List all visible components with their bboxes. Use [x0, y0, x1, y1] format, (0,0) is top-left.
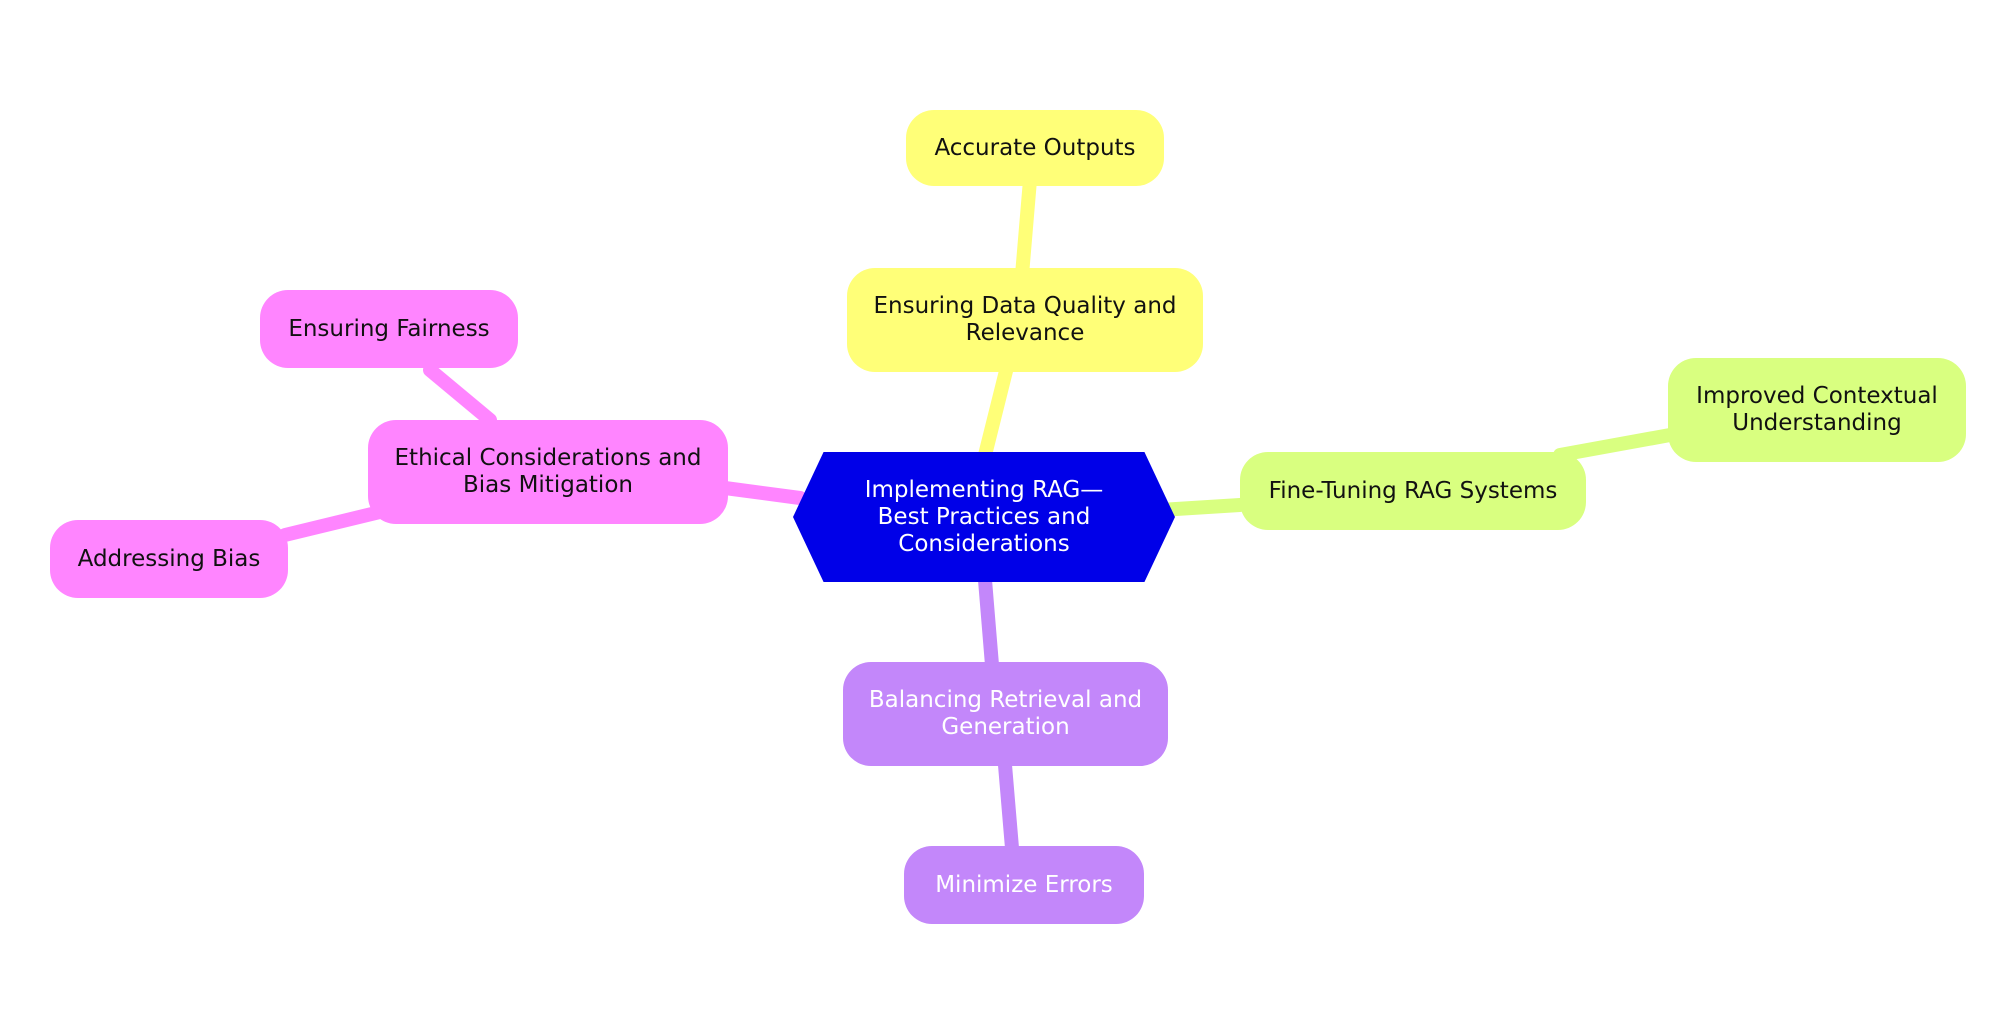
root-node-label: Implementing RAG—Best Practices and Cons…	[864, 476, 1104, 557]
edge-center-fine-tuning	[1153, 498, 1247, 517]
branch-node-data-quality-label: Ensuring Data Quality and Relevance	[873, 293, 1177, 346]
branch-node-fine-tuning-label: Fine-Tuning RAG Systems	[1268, 477, 1558, 504]
leaf-node-minimize-errors-label: Minimize Errors	[935, 871, 1113, 898]
leaf-node-accurate-outputs[interactable]: Accurate Outputs	[906, 110, 1164, 186]
root-node[interactable]: Implementing RAG—Best Practices and Cons…	[793, 452, 1175, 582]
branch-node-fine-tuning[interactable]: Fine-Tuning RAG Systems	[1240, 452, 1586, 530]
branch-node-balancing-label: Balancing Retrieval and Generation	[868, 687, 1143, 740]
edge-data-quality-accurate-outputs	[1015, 173, 1037, 282]
edge-fine-tuning-contextual	[1553, 428, 1677, 462]
edge-balancing-minimize-errors	[998, 758, 1019, 855]
leaf-node-contextual-understanding-label: Improved Contextual Understanding	[1696, 383, 1938, 436]
edge-center-ethical	[718, 481, 807, 505]
branch-node-ethical-label: Ethical Considerations and Bias Mitigati…	[394, 445, 702, 498]
branch-node-ethical[interactable]: Ethical Considerations and Bias Mitigati…	[368, 420, 728, 524]
leaf-node-contextual-understanding[interactable]: Improved Contextual Understanding	[1668, 358, 1966, 462]
branch-node-data-quality[interactable]: Ensuring Data Quality and Relevance	[847, 268, 1203, 372]
edge-center-balancing	[978, 573, 999, 672]
leaf-node-addressing-bias-label: Addressing Bias	[77, 545, 261, 572]
edge-ethical-fairness	[423, 363, 497, 427]
leaf-node-ensuring-fairness[interactable]: Ensuring Fairness	[260, 290, 518, 368]
leaf-node-accurate-outputs-label: Accurate Outputs	[934, 134, 1136, 161]
leaf-node-ensuring-fairness-label: Ensuring Fairness	[288, 315, 490, 342]
leaf-node-addressing-bias[interactable]: Addressing Bias	[50, 520, 288, 598]
branch-node-balancing[interactable]: Balancing Retrieval and Generation	[843, 662, 1168, 766]
leaf-node-minimize-errors[interactable]: Minimize Errors	[904, 846, 1144, 924]
edge-ethical-addressing-bias	[278, 505, 387, 542]
